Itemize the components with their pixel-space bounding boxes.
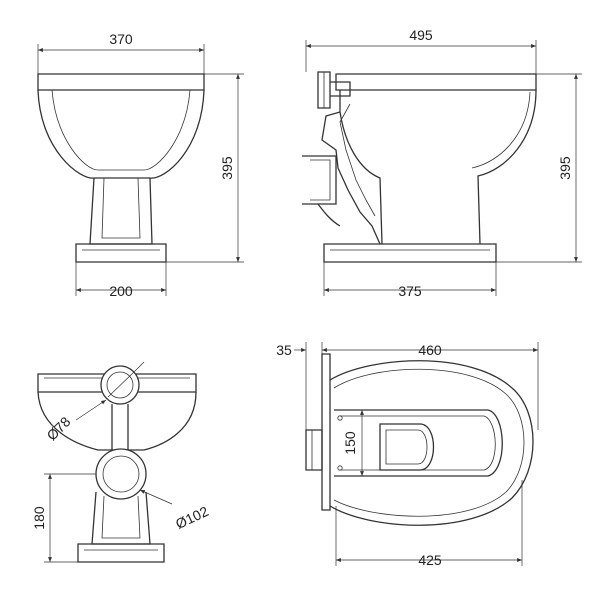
front-view: 370 395 200 [37, 31, 244, 299]
side-top-length-label: 495 [409, 27, 433, 43]
front-top-width-label: 370 [109, 31, 133, 47]
side-height-label: 395 [557, 156, 573, 180]
rear-outlet-height-label: 180 [31, 506, 47, 530]
plan-offset-label: 35 [276, 342, 292, 358]
plan-base-length-label: 425 [418, 552, 442, 568]
plan-view: 150 35 460 425 [276, 342, 539, 568]
side-base-length-label: 375 [398, 283, 422, 299]
side-view: 495 395 375 [302, 27, 582, 299]
rear-large-diameter-label: Ø102 [173, 503, 211, 532]
front-base-width-label: 200 [109, 283, 133, 299]
rear-view: Ø78 Ø102 180 [31, 361, 211, 563]
plan-length-label: 460 [418, 342, 442, 358]
front-height-label: 395 [219, 156, 235, 180]
plan-seat-width-label: 150 [342, 431, 358, 455]
